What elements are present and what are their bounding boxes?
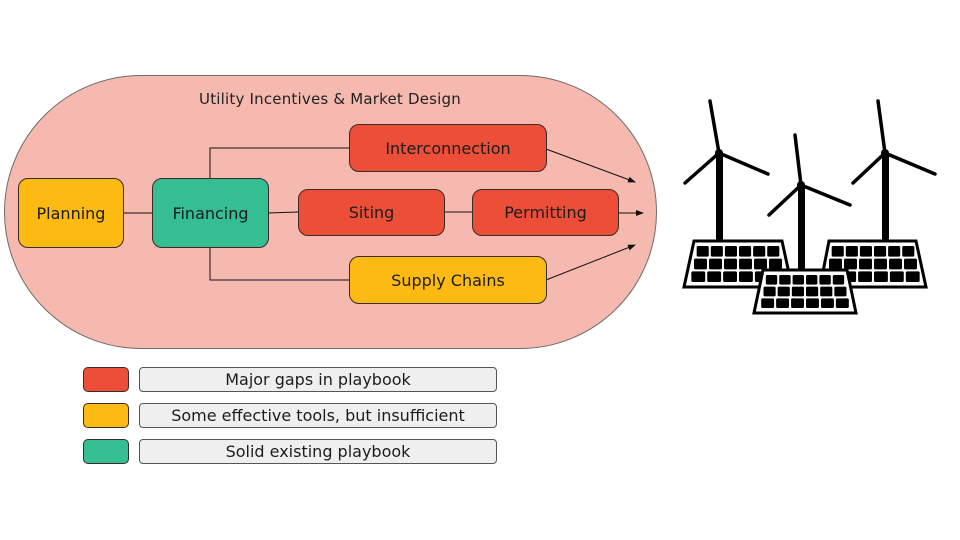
node-interconnection-label: Interconnection <box>385 138 511 158</box>
solar-cell <box>739 246 752 257</box>
legend-label-solid: Solid existing playbook <box>139 439 497 464</box>
solar-cell <box>776 298 790 308</box>
node-supply-chains-label: Supply Chains <box>391 270 505 290</box>
solar-cell <box>831 246 844 257</box>
solar-cell <box>835 298 849 308</box>
solar-cell <box>859 258 872 270</box>
container-title: Utility Incentives & Market Design <box>199 90 461 108</box>
legend-label-some-tools: Some effective tools, but insufficient <box>139 403 497 428</box>
wind-turbine-icon <box>851 99 937 248</box>
arrow-interconnection-output <box>545 148 636 183</box>
solar-cell <box>761 298 775 308</box>
solar-cell <box>696 246 709 257</box>
solar-cell <box>829 258 842 270</box>
solar-cell <box>904 258 917 270</box>
node-financing-label: Financing <box>172 203 249 223</box>
solar-cell <box>769 258 782 270</box>
node-interconnection: Interconnection <box>349 124 547 172</box>
solar-cell <box>859 246 872 257</box>
node-planning-label: Planning <box>36 203 106 223</box>
solar-cell <box>767 246 780 257</box>
solar-cell <box>779 275 791 285</box>
node-financing: Financing <box>152 178 269 248</box>
solar-cell <box>845 246 858 257</box>
arrow-supply-chains-output <box>545 244 636 281</box>
solar-cell <box>858 271 872 282</box>
solar-cell <box>765 275 778 285</box>
legend-swatch-major-gaps <box>83 367 129 392</box>
solar-cell <box>791 298 804 308</box>
edge-financing-interconnection <box>209 147 349 178</box>
solar-cell <box>905 271 920 282</box>
solar-cell <box>709 258 722 270</box>
solar-cell <box>874 271 888 282</box>
node-permitting-label: Permitting <box>504 203 587 222</box>
solar-cell <box>834 286 847 297</box>
solar-panel-icon <box>752 268 858 315</box>
solar-cell <box>739 271 753 282</box>
solar-cell <box>832 275 845 285</box>
solar-cell <box>753 246 766 257</box>
legend-label-major-gaps: Major gaps in playbook <box>139 367 497 392</box>
solar-cell <box>874 258 887 270</box>
solar-cell <box>874 246 887 257</box>
solar-cell <box>889 258 902 270</box>
legend-swatch-solid <box>83 439 129 464</box>
node-siting: Siting <box>298 189 445 236</box>
solar-cell <box>889 271 904 282</box>
solar-cell <box>806 298 819 308</box>
solar-cell <box>739 258 752 270</box>
solar-cell <box>792 275 804 285</box>
solar-cell <box>806 286 819 297</box>
solar-cell <box>763 286 776 297</box>
legend-text: Some effective tools, but insufficient <box>171 406 465 425</box>
node-permitting: Permitting <box>472 189 619 236</box>
solar-cell <box>707 271 722 282</box>
solar-cell <box>820 286 833 297</box>
solar-cell <box>888 246 901 257</box>
solar-cell <box>791 286 804 297</box>
solar-cell <box>724 258 737 270</box>
legend-swatch-some-tools <box>83 403 129 428</box>
wind-turbine-icon <box>683 99 770 248</box>
solar-cell <box>777 286 790 297</box>
node-supply-chains: Supply Chains <box>349 256 547 304</box>
solar-cell <box>724 246 737 257</box>
solar-cell <box>710 246 723 257</box>
node-planning: Planning <box>18 178 124 248</box>
edge-financing-siting <box>267 211 299 214</box>
legend-text: Solid existing playbook <box>225 442 411 461</box>
solar-cell <box>723 271 737 282</box>
solar-cell <box>902 246 915 257</box>
solar-cell <box>694 258 707 270</box>
solar-cell <box>754 258 767 270</box>
solar-cell <box>819 275 831 285</box>
wind-turbines-and-solar-panels-icon <box>682 99 937 315</box>
edge-financing-supply-chains <box>209 248 349 281</box>
solar-cell <box>844 258 857 270</box>
legend-text: Major gaps in playbook <box>225 370 411 389</box>
solar-cell <box>820 298 834 308</box>
solar-cell <box>691 271 706 282</box>
wind-turbine-icon <box>767 133 852 275</box>
node-siting-label: Siting <box>348 203 395 222</box>
solar-cell <box>806 275 818 285</box>
